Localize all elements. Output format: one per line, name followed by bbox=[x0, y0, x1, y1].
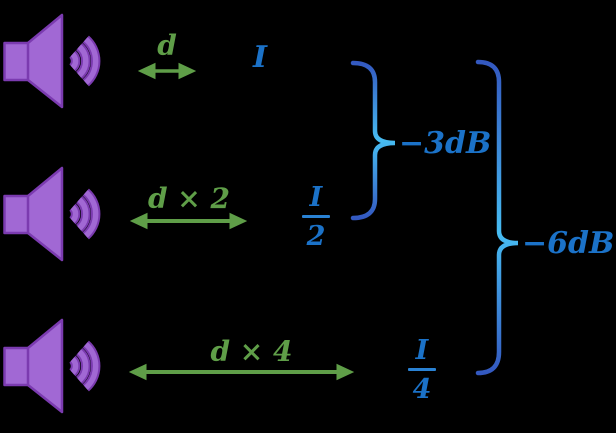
fraction-bar bbox=[302, 215, 330, 218]
fraction-numerator: I bbox=[309, 182, 323, 213]
intensity-label-i: I bbox=[252, 40, 268, 75]
intensity-fraction-i-over-2: I 2 bbox=[294, 184, 338, 250]
brace-label-minus-3db: −3dB bbox=[399, 126, 492, 161]
fraction-denominator: 2 bbox=[306, 221, 326, 252]
speaker-icon bbox=[5, 15, 96, 107]
distance-arrow-d4 bbox=[129, 364, 354, 380]
fraction-bar bbox=[408, 368, 436, 371]
distance-arrow-d bbox=[138, 63, 196, 79]
distance-label-d: d bbox=[157, 29, 177, 62]
distance-label-d4: d × 4 bbox=[210, 335, 293, 368]
distance-arrow-d2 bbox=[130, 213, 247, 229]
speaker-icon bbox=[5, 320, 96, 412]
fraction-numerator: I bbox=[415, 335, 429, 366]
brace-minus-3db bbox=[350, 60, 396, 221]
fraction-denominator: 4 bbox=[412, 374, 432, 405]
speaker-icon bbox=[5, 168, 96, 260]
intensity-fraction-i-over-4: I 4 bbox=[400, 337, 444, 403]
brace-minus-6db bbox=[475, 59, 519, 376]
distance-label-d2: d × 2 bbox=[147, 182, 231, 215]
brace-label-minus-6db: −6dB bbox=[522, 226, 615, 261]
